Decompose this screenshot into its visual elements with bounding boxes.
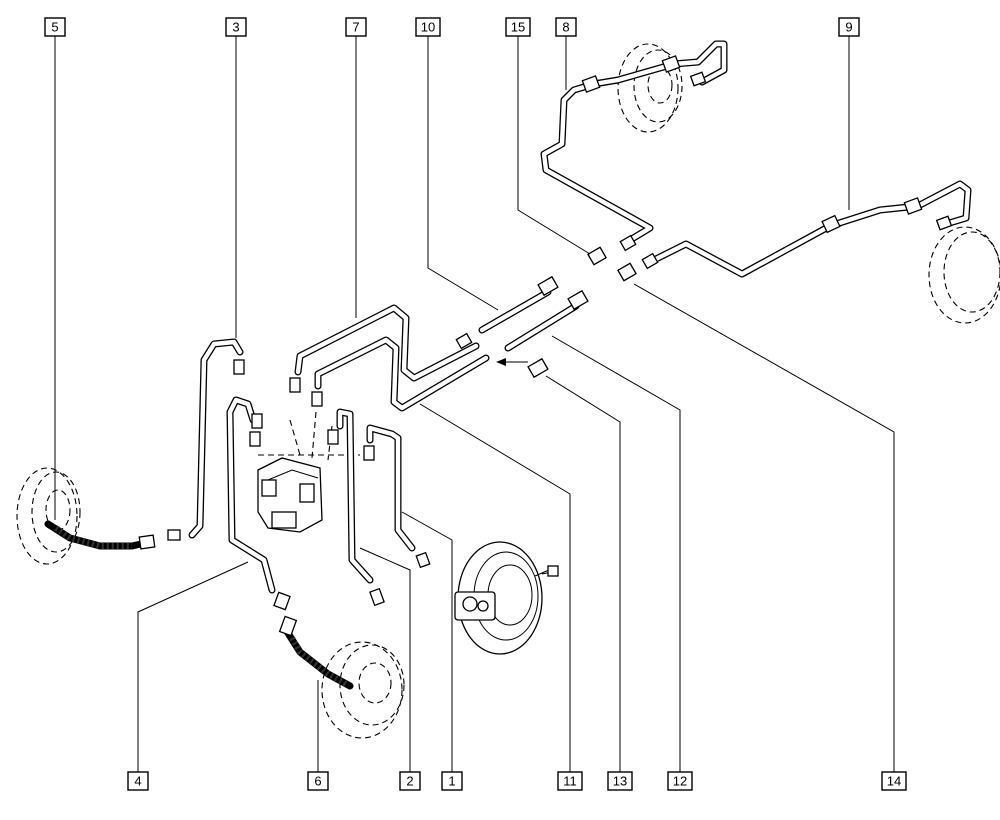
- svg-text:8: 8: [562, 20, 569, 35]
- callout-11: 11: [557, 771, 583, 791]
- pipe-11: [314, 336, 490, 412]
- svg-text:11: 11: [563, 774, 577, 789]
- svg-text:6: 6: [314, 774, 321, 789]
- svg-text:3: 3: [232, 20, 239, 35]
- callout-10: 10: [415, 17, 441, 37]
- callout-1: 1: [441, 771, 463, 791]
- pipe-4: [226, 396, 276, 594]
- callout-6: 6: [307, 771, 329, 791]
- pipe-9: [646, 180, 972, 278]
- pipe-2: [336, 408, 374, 584]
- callout-8: 8: [555, 17, 577, 37]
- brake-compensator: [257, 411, 360, 533]
- front-right-wheel: [321, 641, 405, 739]
- svg-text:15: 15: [511, 20, 525, 35]
- callout-5: 5: [44, 17, 66, 37]
- pipe-12: [504, 302, 580, 352]
- pipe-3: [188, 338, 244, 539]
- pipe-unions: [233, 55, 953, 607]
- svg-text:12: 12: [673, 774, 687, 789]
- pipe-10: [478, 288, 552, 334]
- svg-text:13: 13: [613, 774, 627, 789]
- callout-3: 3: [225, 17, 247, 37]
- callout-15: 15: [505, 17, 531, 37]
- flexible-hose-6: [273, 591, 354, 690]
- pipe-1: [366, 424, 416, 552]
- svg-text:2: 2: [406, 774, 413, 789]
- rear-left-wheel: [928, 226, 1000, 324]
- flexible-hose-5: [44, 520, 181, 550]
- callout-7: 7: [345, 17, 367, 37]
- callout-9: 9: [838, 17, 860, 37]
- svg-text:9: 9: [845, 20, 852, 35]
- callout-2: 2: [399, 771, 421, 791]
- callout-4: 4: [127, 771, 149, 791]
- leader-lines: [54, 36, 895, 772]
- svg-text:4: 4: [134, 774, 141, 789]
- callout-13: 13: [607, 771, 633, 791]
- brake-servo: [454, 541, 559, 655]
- front-left-wheel: [16, 467, 81, 565]
- svg-text:5: 5: [51, 20, 58, 35]
- svg-text:14: 14: [887, 774, 901, 789]
- callout-14: 14: [881, 771, 907, 791]
- svg-text:1: 1: [448, 774, 455, 789]
- pipe-7: [294, 304, 480, 382]
- svg-text:10: 10: [421, 20, 435, 35]
- callout-12: 12: [667, 771, 693, 791]
- svg-text:7: 7: [352, 20, 359, 35]
- arrow-13: [496, 358, 528, 366]
